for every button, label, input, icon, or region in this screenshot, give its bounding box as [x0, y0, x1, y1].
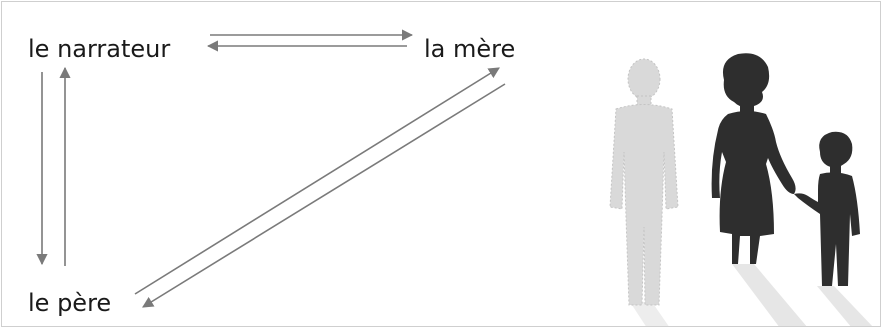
arrow-father-to-mother	[134, 67, 500, 295]
node-father: le père	[28, 289, 112, 317]
child-icon	[794, 131, 860, 286]
shadow-child	[817, 286, 873, 326]
shadow-man	[630, 302, 669, 326]
shadow-woman	[732, 264, 807, 326]
arrow-mother-to-father	[142, 83, 506, 308]
node-mother: la mère	[424, 35, 516, 63]
woman-icon	[711, 53, 796, 264]
node-narrator: le narrateur	[28, 35, 171, 63]
faded-man-icon	[609, 58, 679, 306]
